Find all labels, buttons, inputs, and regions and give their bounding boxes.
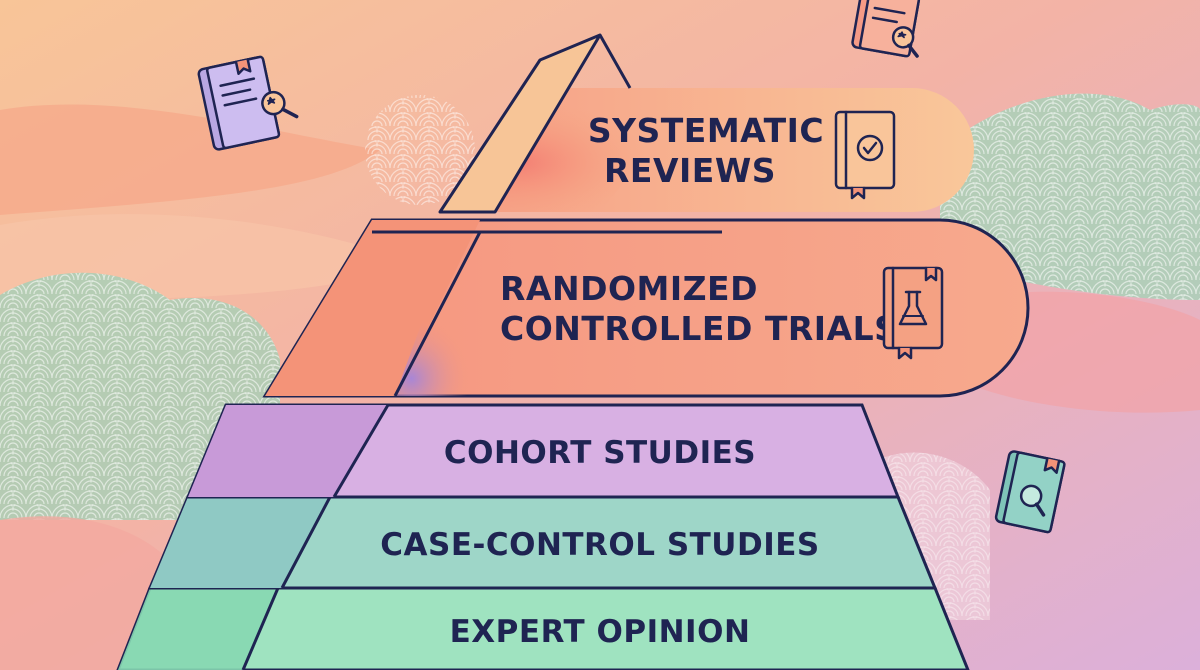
- pyramid-edge: [241, 587, 280, 670]
- book-flask-icon: [882, 266, 944, 360]
- level-cohort-side: [188, 405, 388, 497]
- pyramid-edge: [280, 496, 332, 589]
- pyramid-edge: [393, 231, 482, 397]
- level-systematic-reviews-label: SYSTEMATIC REVIEWS: [588, 111, 836, 190]
- book-check-icon: [834, 110, 896, 200]
- level-rct-glow: [395, 220, 560, 396]
- book-magnifier-icon: [851, 0, 921, 58]
- level-case-control-side: [150, 497, 330, 588]
- level-expert-opinion-side: [118, 588, 278, 670]
- level-case-control-label: CASE-CONTROL STUDIES: [380, 527, 820, 563]
- book-magnifier-icon: [197, 55, 299, 151]
- pyramid-edge: [598, 34, 632, 89]
- level-rct-label: RANDOMIZED CONTROLLED TRIALS: [500, 269, 898, 348]
- level-rct-side: [265, 220, 480, 396]
- pyramid-edge: [332, 404, 390, 498]
- level-expert-opinion-label: EXPERT OPINION: [450, 614, 751, 650]
- wave-pattern: [365, 95, 475, 205]
- cloud-band: [0, 104, 380, 215]
- book-magnifier-icon: [994, 450, 1066, 534]
- level-cohort-label: COHORT STUDIES: [444, 435, 756, 471]
